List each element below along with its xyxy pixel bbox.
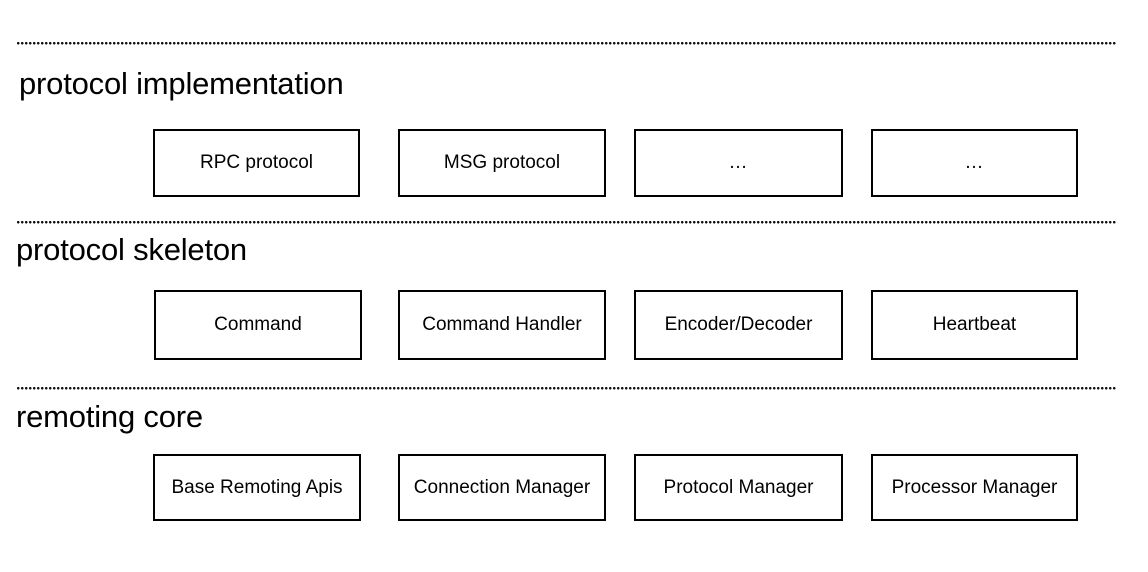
- component-box-base-remoting-apis[interactable]: Base Remoting Apis: [153, 454, 361, 521]
- layer-title-protocol-skeleton: protocol skeleton: [16, 232, 247, 267]
- layer-divider-bottom: [17, 387, 1117, 390]
- layer-divider-middle: [17, 221, 1117, 224]
- component-box-connection-manager[interactable]: Connection Manager: [398, 454, 606, 521]
- component-box-rpc-protocol[interactable]: RPC protocol: [153, 129, 360, 197]
- component-box-command-handler[interactable]: Command Handler: [398, 290, 606, 360]
- component-box-heartbeat[interactable]: Heartbeat: [871, 290, 1078, 360]
- component-box-msg-protocol[interactable]: MSG protocol: [398, 129, 606, 197]
- component-box-placeholder-2[interactable]: …: [871, 129, 1078, 197]
- layer-title-remoting-core: remoting core: [16, 399, 203, 434]
- component-box-placeholder-1[interactable]: …: [634, 129, 843, 197]
- layer-title-protocol-implementation: protocol implementation: [19, 66, 344, 101]
- layer-divider-top: [17, 42, 1117, 45]
- component-box-processor-manager[interactable]: Processor Manager: [871, 454, 1078, 521]
- component-box-encoder-decoder[interactable]: Encoder/Decoder: [634, 290, 843, 360]
- component-box-command[interactable]: Command: [154, 290, 362, 360]
- component-box-protocol-manager[interactable]: Protocol Manager: [634, 454, 843, 521]
